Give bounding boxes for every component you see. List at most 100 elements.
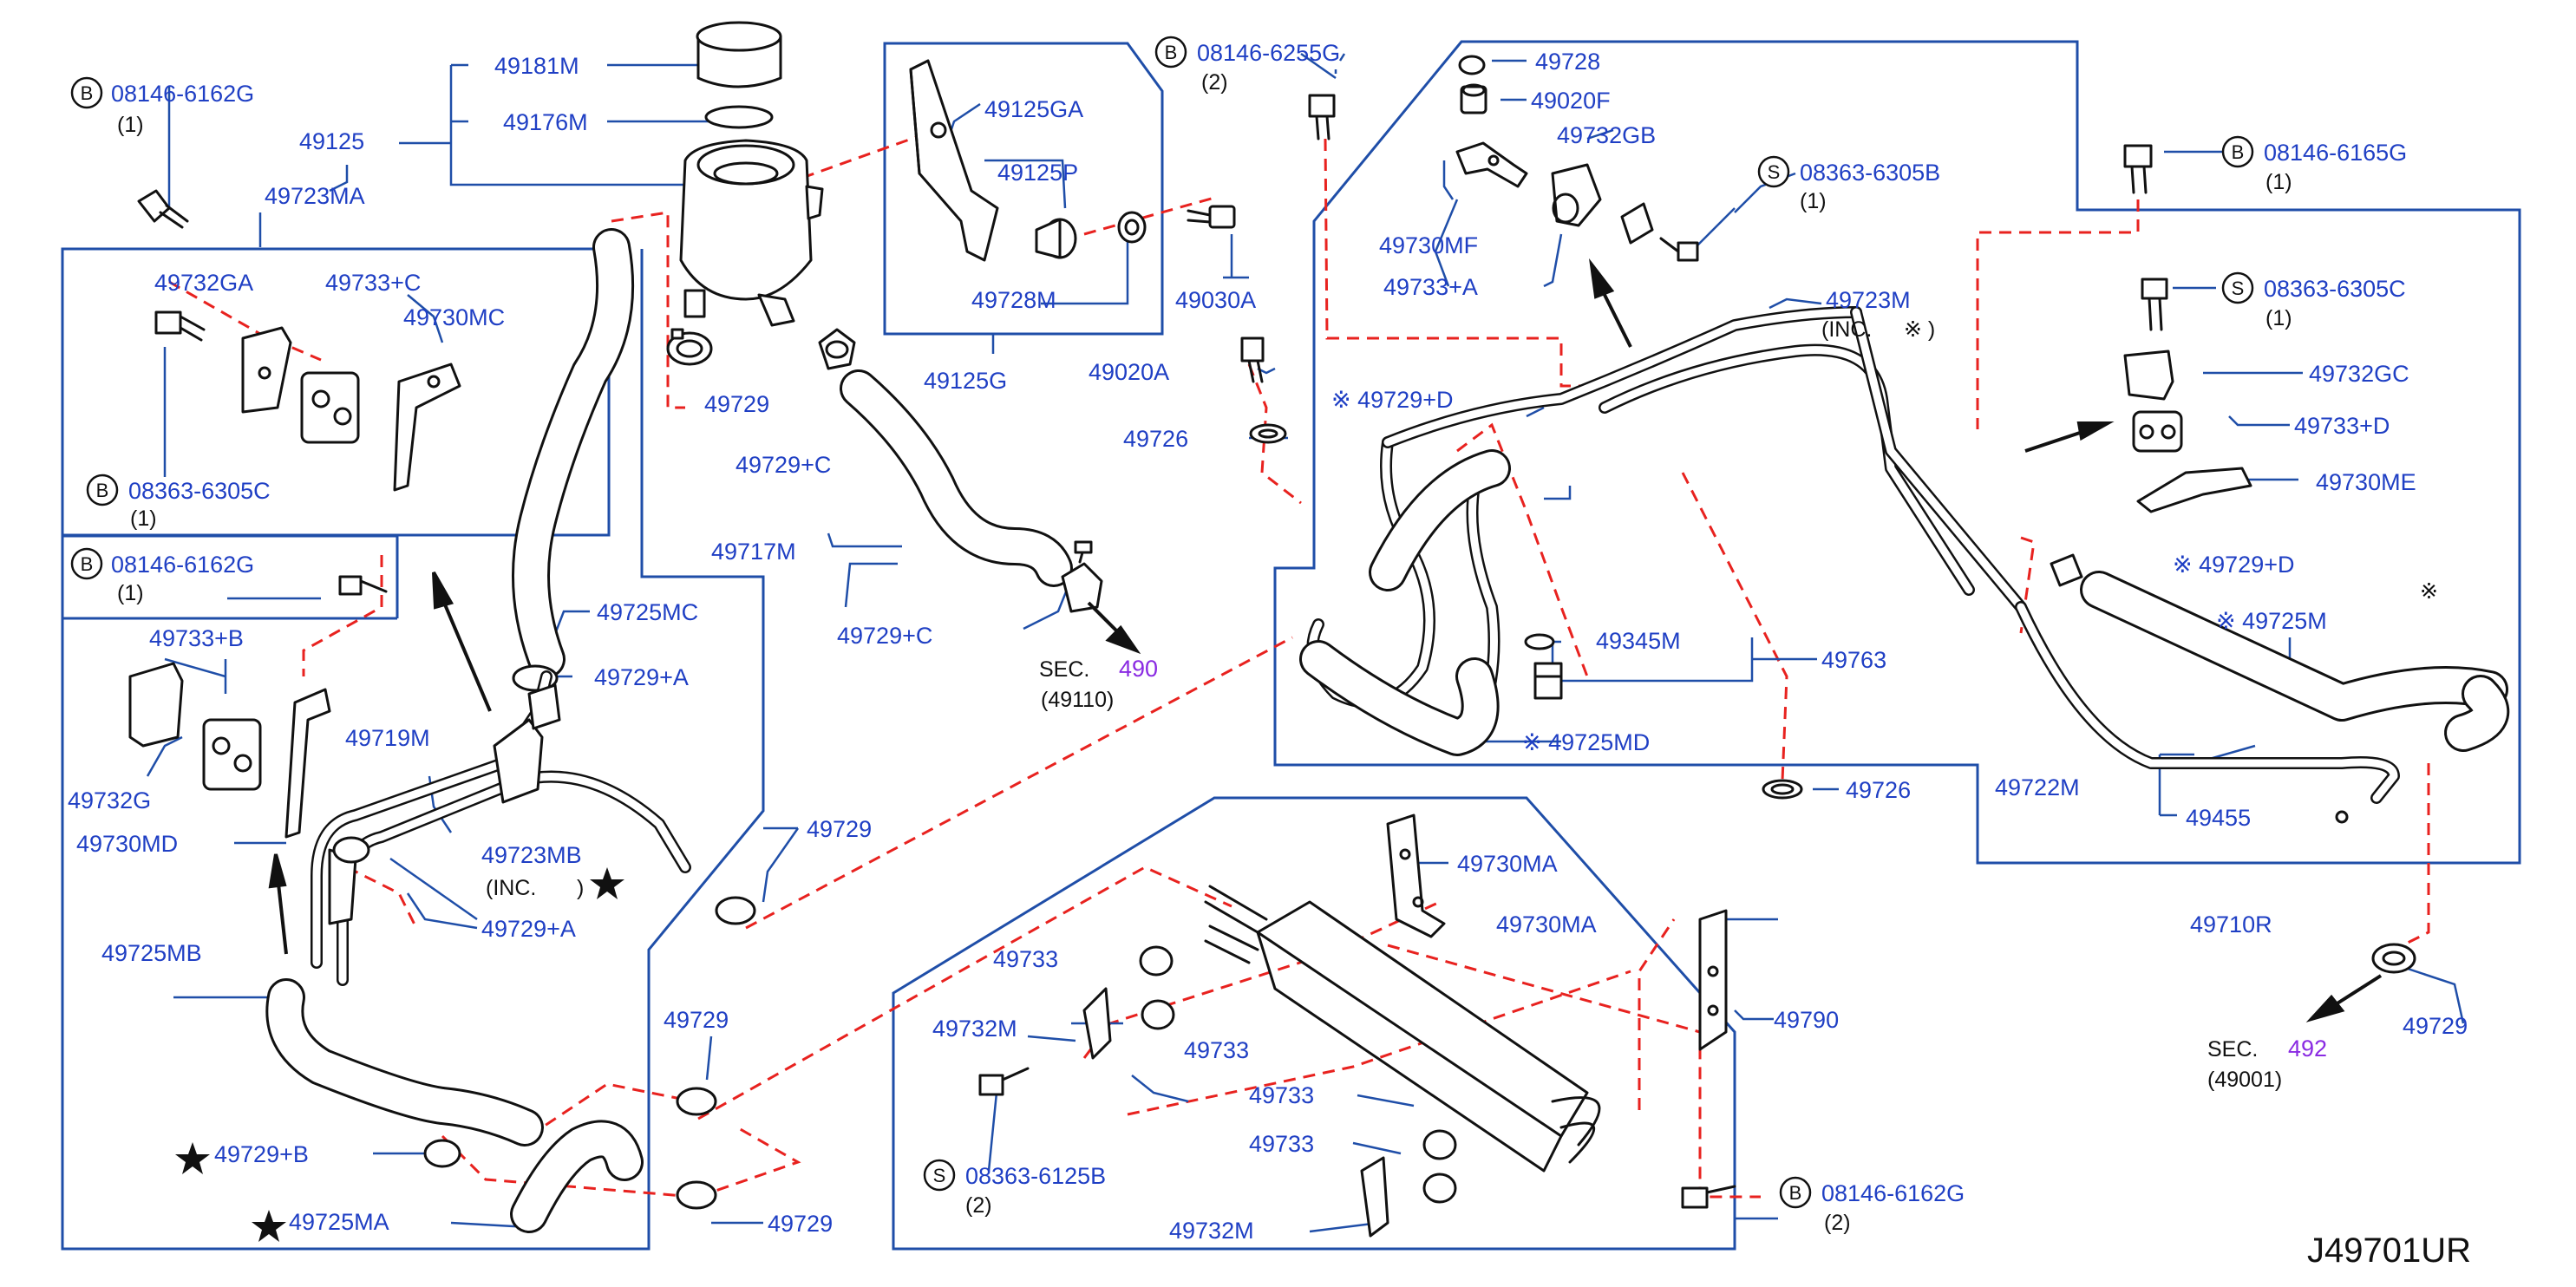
part-clamp-49729d-right xyxy=(2050,553,2083,587)
label-49732gc: 49732GC xyxy=(2309,361,2409,387)
label-49020a: 49020A xyxy=(1089,359,1169,385)
part-bracket-49732g xyxy=(128,662,184,748)
label-49733d: 49733+D xyxy=(2294,413,2390,439)
label-08363-6125b: 08363-6125B xyxy=(965,1163,1106,1189)
label-49725mc: 49725MC xyxy=(597,599,698,625)
label-qty: (1) xyxy=(2265,170,2292,194)
part-bolt-08363-6125b xyxy=(978,1067,1030,1096)
label-49733: 49733 xyxy=(1249,1082,1314,1108)
part-hose-49717m xyxy=(840,369,1073,587)
s-marker-icon xyxy=(2221,271,2254,304)
part-washer-49726-b xyxy=(1762,779,1803,800)
label-qty: (2) xyxy=(965,1193,992,1218)
part-clamp-49729-low1 xyxy=(676,1087,717,1116)
label-sec-ref: (49001) xyxy=(2207,1068,2282,1092)
part-pipe-assembly-49723mb xyxy=(311,670,691,986)
label-49726: 49726 xyxy=(1123,426,1188,452)
b-marker-icon xyxy=(1779,1176,1812,1209)
label-08146-6162g: 08146-6162G xyxy=(111,81,254,107)
part-reservoir-cap xyxy=(696,21,782,129)
part-bracket-s xyxy=(1620,202,1654,245)
label-49732m: 49732M xyxy=(932,1016,1017,1042)
part-nut-49020f xyxy=(1460,83,1487,114)
label-49181m: 49181M xyxy=(494,53,579,79)
label-qty: (2) xyxy=(1201,70,1228,95)
label-49729a: 49729+A xyxy=(594,664,689,690)
label-inc: (INC. xyxy=(486,876,536,900)
part-grommet-49125p xyxy=(1035,218,1077,259)
label-inc: (INC. xyxy=(1821,317,1872,342)
part-pipe-assembly-49723m xyxy=(1306,306,2027,743)
part-labels: 08146-6162G (1) 49125 49181M 49176M 4972… xyxy=(68,40,2471,1270)
group-box-49790 xyxy=(892,796,1736,1251)
label-49176m: 49176M xyxy=(503,109,588,135)
dashed-connectors xyxy=(168,133,2430,1199)
part-bracket-49730mf xyxy=(1455,141,1528,188)
group-box-08146-6162g xyxy=(61,534,399,618)
part-bolt-49732ga xyxy=(154,310,206,342)
b-marker-letter: B xyxy=(2232,141,2245,163)
part-washer-49728 xyxy=(1458,55,1486,75)
label-49733b: 49733+B xyxy=(149,625,244,651)
part-clamp-49729-right xyxy=(2371,943,2416,974)
star-icon xyxy=(175,1142,210,1174)
direction-arrows xyxy=(268,258,2383,1022)
label-49725md: ※ 49725MD xyxy=(1522,729,1650,755)
label-inc-close: ) xyxy=(577,876,584,900)
label-qty: (1) xyxy=(117,581,144,605)
b-marker-icon xyxy=(1154,36,1187,69)
label-49730ma: 49730MA xyxy=(1496,911,1597,937)
part-bolt-49030a xyxy=(1187,205,1236,229)
part-hose-49725md xyxy=(1299,449,1511,756)
label-49729b: 49729+B xyxy=(214,1141,309,1167)
label-sec-ref: (49110) xyxy=(1041,688,1114,712)
label-inc-mark: ※ ) xyxy=(1904,317,1935,342)
part-bolt-08363-6305b xyxy=(1659,237,1699,262)
part-bolt-08363-6305c-right xyxy=(2141,278,2168,331)
part-insulator-49733b xyxy=(202,718,262,791)
leader-lines xyxy=(146,52,2465,1233)
label-49728m: 49728M xyxy=(971,287,1056,313)
label-sec-number: 492 xyxy=(2288,1035,2327,1062)
label-49733: 49733 xyxy=(1184,1037,1249,1063)
part-bolt-49020a xyxy=(1240,336,1265,383)
label-49733a: 49733+A xyxy=(1383,274,1478,300)
part-bracket-49730ma-b xyxy=(1698,909,1728,1051)
label-49717m: 49717M xyxy=(711,539,796,565)
label-49345m: 49345M xyxy=(1596,628,1681,654)
s-marker-icon xyxy=(1757,155,1790,188)
part-hose-49725mb xyxy=(265,978,544,1147)
b-marker-icon xyxy=(70,547,103,580)
b-marker-letter: B xyxy=(81,82,94,104)
label-08146-6165g: 08146-6165G xyxy=(2264,140,2407,166)
star-icon xyxy=(252,1210,286,1242)
label-49125: 49125 xyxy=(299,128,364,154)
label-qty: (2) xyxy=(1824,1211,1851,1235)
part-sensor-49763 xyxy=(1524,633,1563,700)
label-49725m: ※ 49725M xyxy=(2216,608,2327,634)
diagram-code: J49701UR xyxy=(2307,1231,2471,1270)
part-collar-49733-a xyxy=(1139,945,1174,977)
label-49733c: 49733+C xyxy=(325,270,421,296)
label-49729: 49729 xyxy=(664,1007,729,1033)
label-08146-6162g: 08146-6162G xyxy=(1821,1180,1965,1206)
b-marker-letter: B xyxy=(1789,1182,1802,1204)
label-49732ga: 49732GA xyxy=(154,270,253,296)
part-insulator-49733c xyxy=(300,371,360,444)
label-08363-6305c: 08363-6305C xyxy=(2264,276,2406,302)
label-49722m: 49722M xyxy=(1995,774,2080,800)
part-insulator-49733d xyxy=(2132,410,2183,453)
part-bracket-49732m-a xyxy=(1082,987,1112,1060)
part-bracket-49732m-b xyxy=(1360,1156,1389,1238)
part-washer-49726-a xyxy=(1249,423,1287,444)
group-box-49725mb xyxy=(61,249,765,1251)
label-sec: SEC. xyxy=(2207,1037,2258,1062)
part-oil-cooler-49790 xyxy=(1204,885,1601,1173)
label-08363-6305c: 08363-6305C xyxy=(128,478,271,504)
label-qty: (1) xyxy=(1800,189,1827,213)
label-49125ga: 49125GA xyxy=(984,96,1083,122)
s-marker-icon xyxy=(923,1159,956,1192)
part-pipe-49722m xyxy=(2015,601,2400,804)
label-49729: 49729 xyxy=(704,391,769,417)
b-marker-icon xyxy=(2221,135,2254,168)
